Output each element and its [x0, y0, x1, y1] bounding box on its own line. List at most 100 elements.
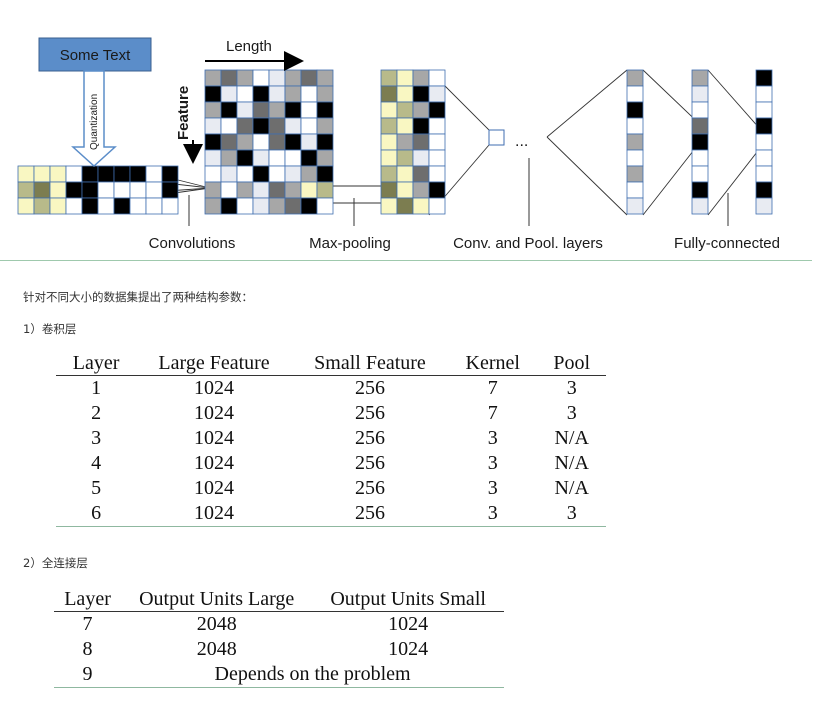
caption-convolutions: Convolutions [149, 235, 236, 252]
grid-cell [113, 165, 131, 183]
grid-cell [396, 197, 414, 215]
cell-small-feature: 256 [291, 501, 449, 527]
grid-cell [691, 133, 709, 151]
grid-cell [65, 181, 83, 199]
grid-cell [380, 181, 398, 199]
cell-large-feature: 1024 [194, 402, 235, 424]
table-row: 9 Depends on the problem [54, 662, 504, 688]
grid-cell [284, 181, 302, 199]
grid-cell [49, 181, 67, 199]
cell-layer: 5 [91, 477, 102, 499]
feature-label: Feature [175, 86, 192, 140]
grid-cell [252, 181, 270, 199]
grid-cell [396, 101, 414, 119]
grid-cell [284, 165, 302, 183]
grid-cell [145, 165, 163, 183]
grid-cell [626, 69, 644, 87]
grid-cell [300, 85, 318, 103]
grid-cell [428, 117, 446, 135]
grid-cell [33, 197, 51, 215]
input-text-label: Some Text [60, 47, 131, 64]
quantization-arrow [71, 70, 117, 168]
grid-cell [380, 149, 398, 167]
cell-output-large: 2048 [196, 613, 237, 635]
grid-cell [268, 101, 286, 119]
cell-kernel: 3 [487, 477, 498, 499]
grid-cell [412, 165, 430, 183]
cell-large-feature: 1024 [136, 501, 292, 527]
cell-layer: 6 [56, 501, 137, 527]
grid-cell [428, 101, 446, 119]
cell-pool: N/A [554, 452, 589, 474]
table-row: 3 1024 256 3 N/A [56, 426, 606, 451]
grid-cell [268, 197, 286, 215]
cell-small-feature: 256 [354, 427, 385, 449]
grid-cell [316, 165, 334, 183]
grid-cell [316, 117, 334, 135]
grid-cell [755, 181, 773, 199]
grid-cell [236, 149, 254, 167]
grid-cell [33, 165, 51, 183]
grid-cell [204, 117, 222, 135]
grid-cell [236, 165, 254, 183]
grid-cell [268, 149, 286, 167]
table-row: 5 1024 256 3 N/A [56, 476, 606, 501]
col-header-pool: Pool [537, 351, 606, 376]
fc-column-1 [691, 69, 709, 215]
grid-cell [755, 85, 773, 103]
grid-cell [268, 181, 286, 199]
cell-layer: 2 [91, 402, 102, 424]
grid-cell [236, 197, 254, 215]
grid-cell [755, 133, 773, 151]
grid-cell [300, 133, 318, 151]
grid-cell [691, 197, 709, 215]
grid-cell [316, 197, 334, 215]
grid-cell [252, 197, 270, 215]
fc-column-2 [755, 69, 773, 215]
grid-cell [252, 133, 270, 151]
grid-cell [65, 197, 83, 215]
grid-cell [380, 197, 398, 215]
grid-cell [428, 197, 446, 215]
grid-cell [252, 165, 270, 183]
grid-cell [284, 133, 302, 151]
table-row: 4 1024 256 3 N/A [56, 451, 606, 476]
grid-cell [755, 101, 773, 119]
grid-cell [129, 165, 147, 183]
grid-cell [412, 85, 430, 103]
grid-cell [626, 117, 644, 135]
grid-cell [396, 165, 414, 183]
grid-cell [300, 69, 318, 87]
grid-cell [626, 181, 644, 199]
grid-cell [396, 181, 414, 199]
grid-cell [220, 85, 238, 103]
grid-cell [755, 69, 773, 87]
grid-cell [412, 133, 430, 151]
grid-cell [316, 149, 334, 167]
cell-layer: 4 [91, 452, 102, 474]
table-row: 8 2048 1024 [54, 637, 504, 662]
grid-cell [145, 197, 163, 215]
grid-cell [412, 101, 430, 119]
grid-cell [220, 149, 238, 167]
grid-cell [204, 85, 222, 103]
grid-cell [17, 181, 35, 199]
grid-cell [129, 181, 147, 199]
cell-output-large: 2048 [196, 638, 237, 660]
cell-depends-on-problem: Depends on the problem [121, 662, 504, 688]
grid-cell [412, 149, 430, 167]
cell-large-feature: 1024 [194, 452, 235, 474]
cell-small-feature: 256 [354, 452, 385, 474]
grid-cell [428, 133, 446, 151]
intro-text: 针对不同大小的数据集提出了两种结构参数： [23, 290, 253, 304]
grid-cell [412, 117, 430, 135]
table-row: 2 1024 256 7 3 [56, 401, 606, 426]
grid-cell [284, 117, 302, 135]
grid-cell [49, 197, 67, 215]
grid-cell [284, 197, 302, 215]
grid-cell [300, 181, 318, 199]
grid-cell [626, 149, 644, 167]
cell-kernel: 3 [448, 501, 538, 527]
grid-cell [97, 197, 115, 215]
grid-cell [81, 165, 99, 183]
